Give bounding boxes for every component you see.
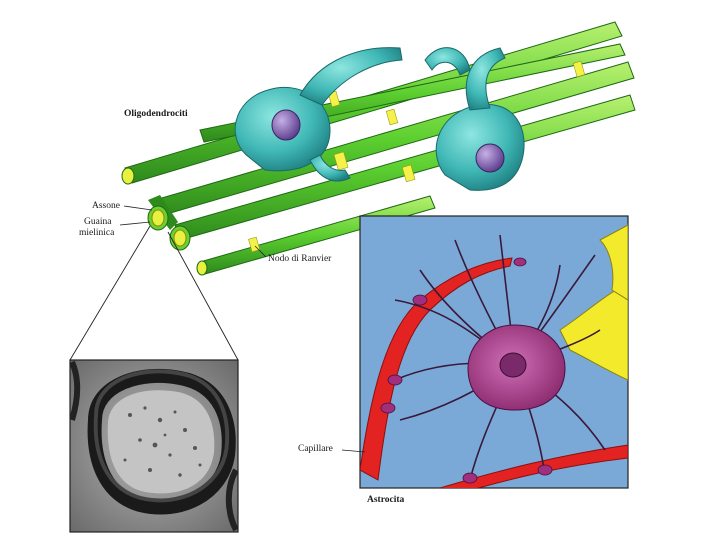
label-astrocyte: Astrocita [367,495,405,505]
capillary-icon [438,444,628,488]
oligodendrocyte-cell-icon [424,47,525,191]
astrocyte-panel [359,215,629,489]
label-myelin-sheath-1: Guaina [84,217,112,227]
nucleus [271,109,301,141]
label-myelin-sheath-2: mielinica [79,228,115,238]
label-node-of-ranvier: Nodo di Ranvier [268,254,332,264]
zoom-lines [69,225,239,361]
oligodendrocyte-cell-icon [234,47,403,182]
label-capillary: Capillare [298,444,333,454]
leader-lines [119,205,366,453]
nodes-of-ranvier [248,60,586,253]
label-axon: Assone [92,201,120,211]
nucleus [475,143,505,173]
fiber-bundle [121,21,636,276]
label-oligodendrocytes: Oligodendrociti [124,109,188,119]
capillary-icon [360,257,513,481]
nucleus [499,352,527,378]
micrograph-icon [69,359,239,533]
